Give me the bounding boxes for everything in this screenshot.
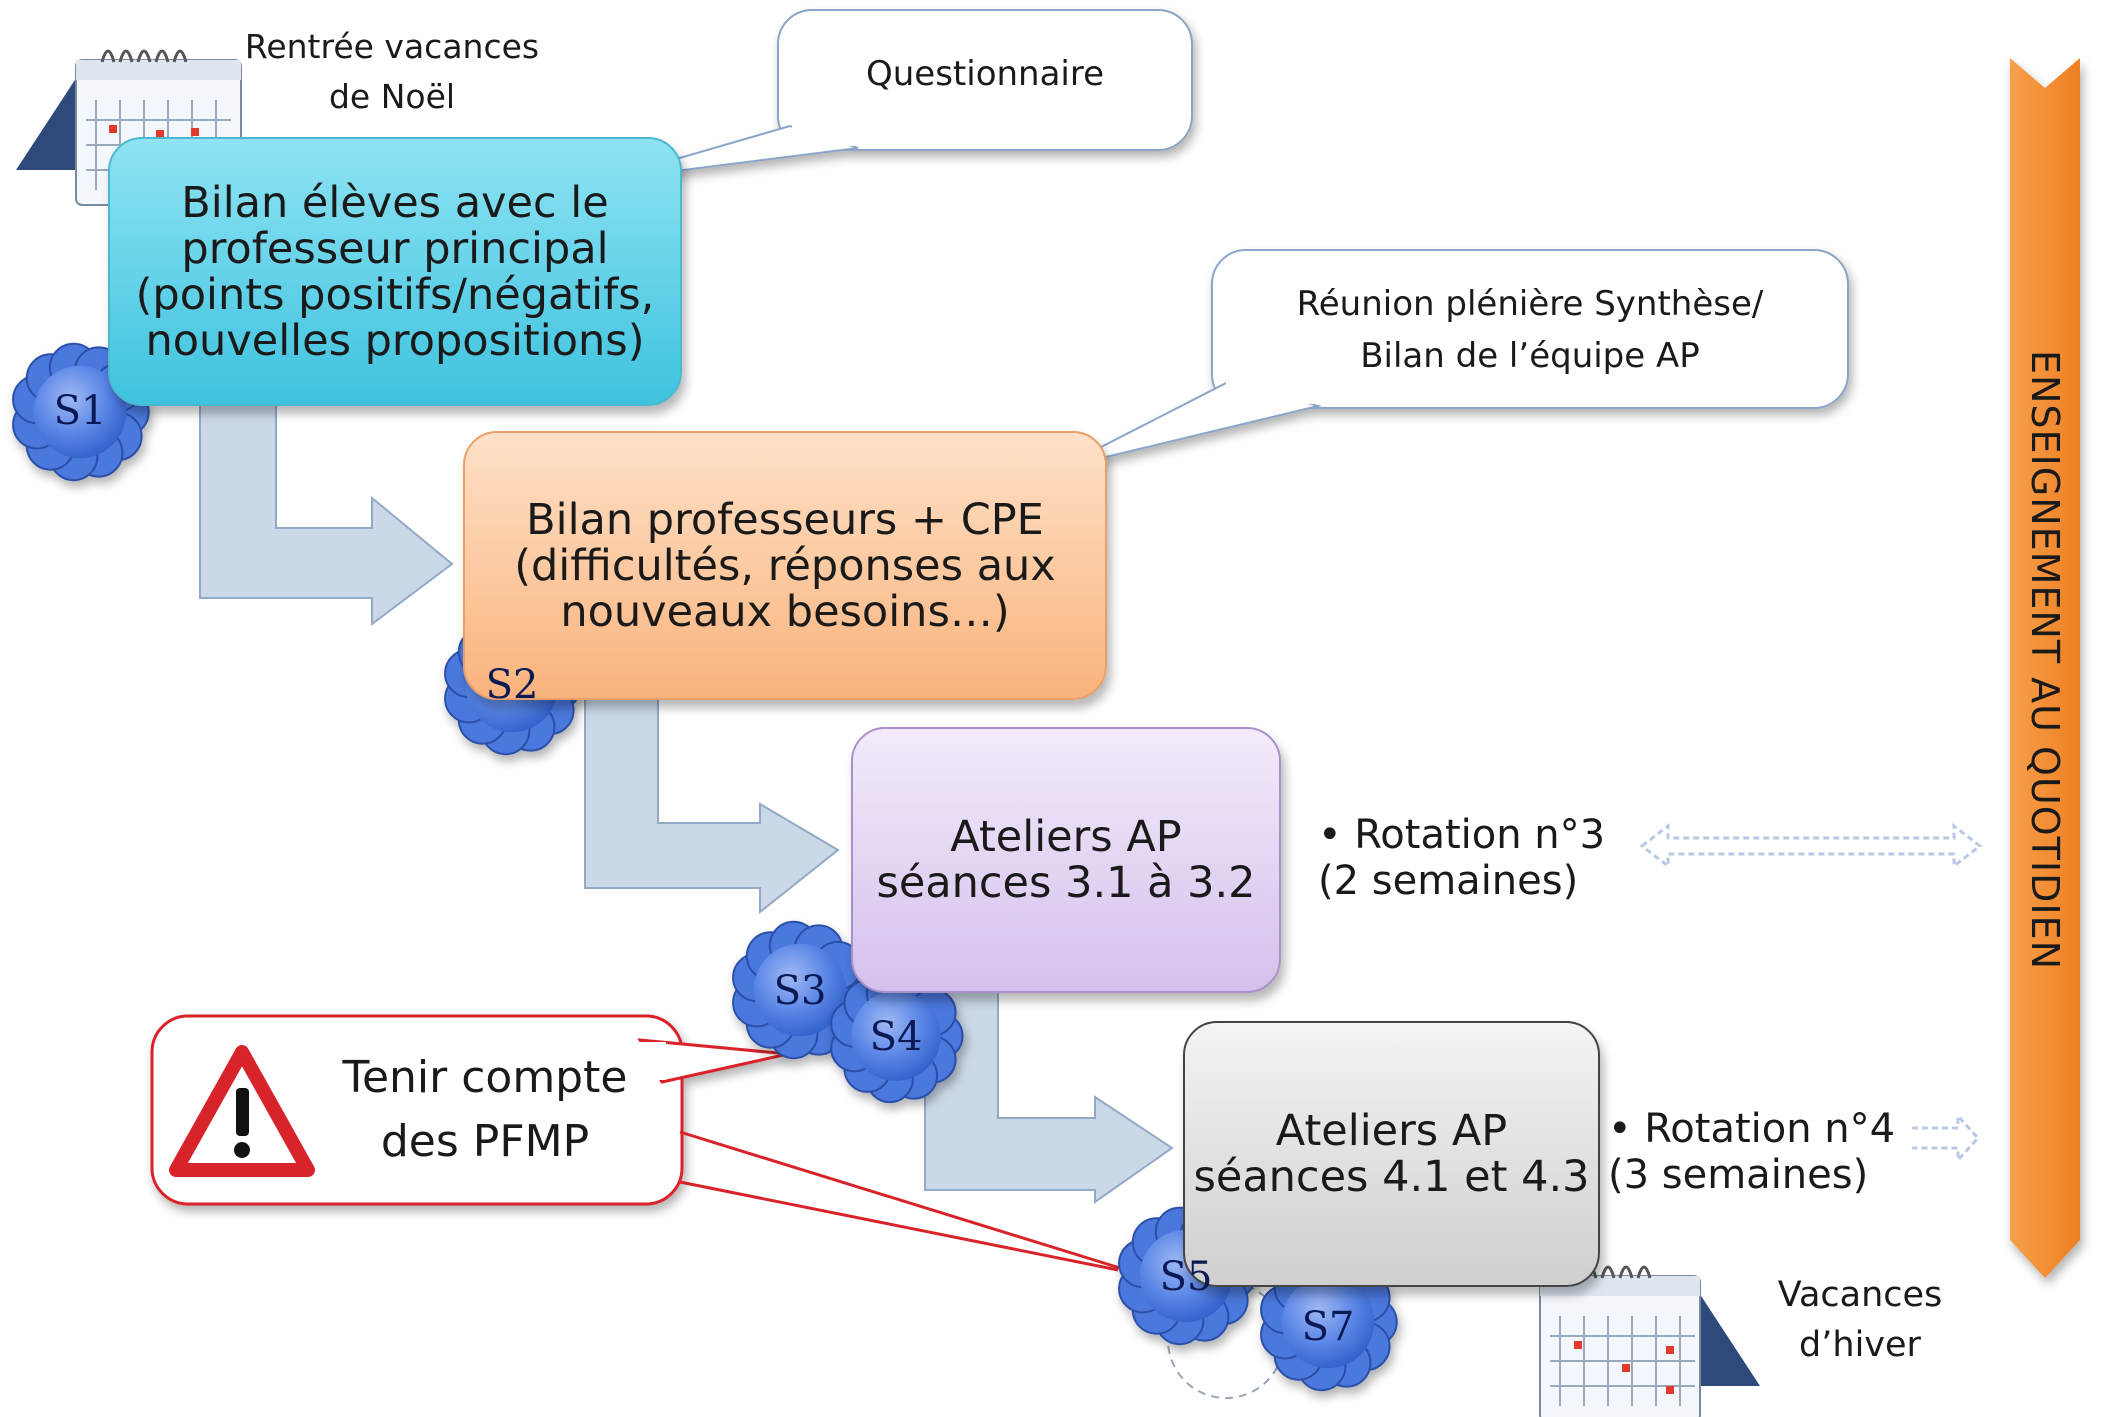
banner-text: ENSEIGNEMENT AU QUOTIDIEN: [2023, 349, 2067, 970]
top-note: Rentrée vacances de Noël: [244, 27, 540, 116]
step-box-bilan-eleves: Bilan élèves avec le professeur principa…: [108, 137, 682, 406]
dashed-arrow-rotation-4: [1912, 1112, 1981, 1164]
callout-questionnaire: Questionnaire: [865, 54, 1105, 94]
callout-synthese: Réunion plénière Synthèse/ Bilan de l’éq…: [1296, 284, 1764, 376]
callout-questionnaire-shape: [603, 9, 1193, 181]
warning-pointer-line-1: [679, 1130, 1121, 1270]
bottom-note: Vacances d’hiver: [1777, 1275, 1943, 1365]
double-arrow-rotation-3: [1639, 822, 1983, 870]
step-text: Ateliers AP séances 4.1 et 4.3: [1193, 1106, 1590, 1202]
step-box-bilan-professeurs: Bilan professeurs + CPE (difficultés, ré…: [463, 431, 1107, 700]
session-label-s1: S1: [53, 388, 107, 434]
session-label-s2: S2: [485, 662, 539, 708]
rotation-3-text: • Rotation n°3 (2 semaines): [1318, 812, 1606, 904]
banner-shape: [2010, 58, 2080, 1278]
flow-arrow-3: [924, 989, 1174, 1204]
warning-pointer-line-2: [679, 1180, 1119, 1272]
calendar-icon-bottom: [1539, 1265, 1760, 1417]
rotation-4-text: • Rotation n°4 (3 semaines): [1608, 1106, 1896, 1198]
step-box-ateliers-4: Ateliers AP séances 4.1 et 4.3: [1183, 1021, 1600, 1287]
step-text: Ateliers AP séances 3.1 à 3.2: [876, 812, 1256, 908]
callout-synthese-shape: [1059, 249, 1849, 469]
warning-text: Tenir compte des PFMP: [342, 1052, 628, 1167]
cloud-s3: [732, 920, 870, 1060]
session-label-s5: S5: [1159, 1254, 1213, 1300]
session-label-s3: S3: [773, 968, 827, 1014]
step-box-ateliers-3: Ateliers AP séances 3.1 à 3.2: [851, 727, 1281, 993]
flow-arrow-1: [199, 401, 454, 626]
session-label-s7: S7: [1301, 1304, 1355, 1350]
flow-arrow-2: [584, 697, 840, 915]
step-text: Bilan professeurs + CPE (difficultés, ré…: [514, 494, 1056, 637]
session-label-s4: S4: [869, 1014, 923, 1060]
warning-triangle-icon: [169, 1045, 315, 1177]
step-text: Bilan élèves avec le professeur principa…: [135, 177, 655, 366]
